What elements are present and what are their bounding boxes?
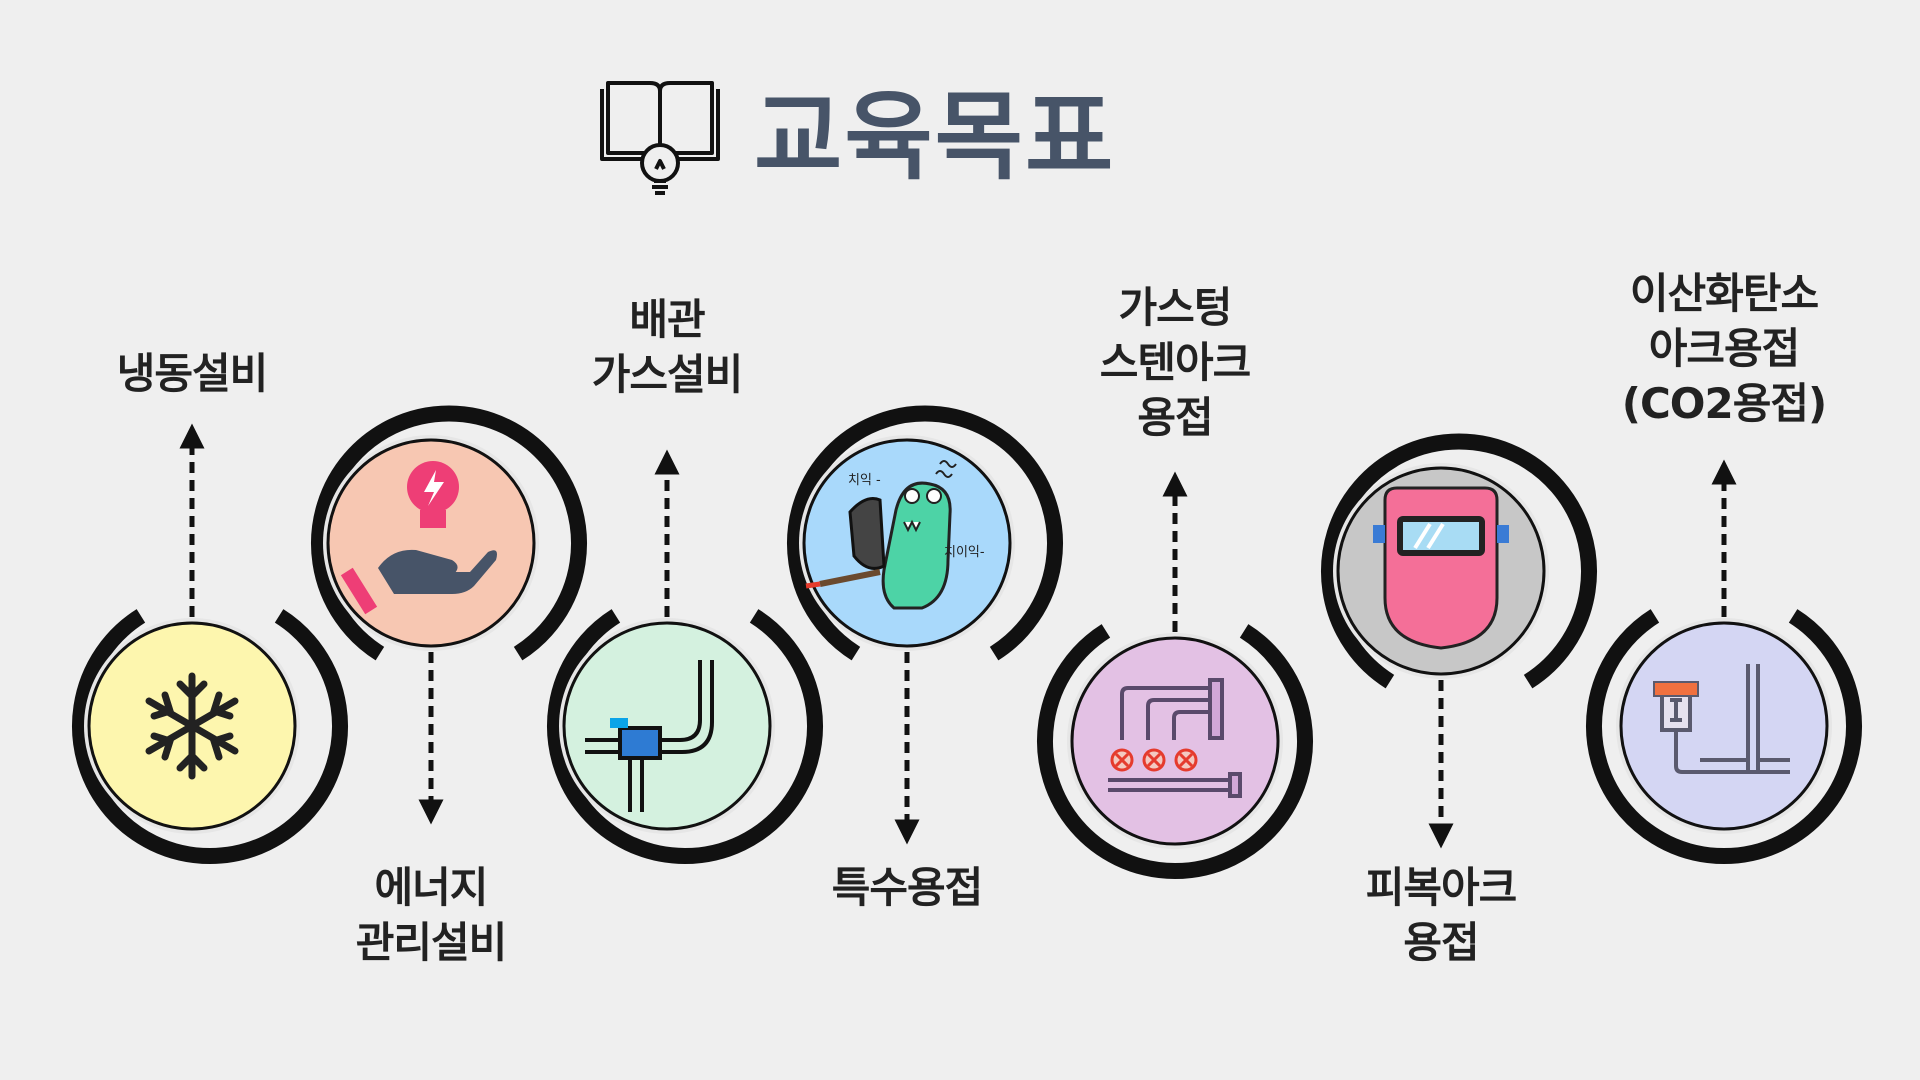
- pipes-valves-icon: [1108, 678, 1242, 798]
- header: 교육목표: [596, 62, 1115, 212]
- label-piping: 배관 가스설비: [591, 295, 744, 399]
- item-piping: [547, 449, 823, 864]
- label-energy: 에너지 관리설비: [355, 863, 508, 967]
- welding-helmet-icon: [1373, 486, 1509, 650]
- item-shielded-arc: [1321, 433, 1597, 849]
- circle-gas-tungsten: [1070, 636, 1280, 846]
- ring-piping: [547, 609, 823, 864]
- ring-energy: [311, 405, 587, 661]
- item-refrigeration: [72, 423, 348, 864]
- fitting-cap: [1653, 681, 1699, 697]
- ring-refrigeration: [72, 609, 348, 864]
- ring-co2: [1586, 609, 1862, 864]
- item-co2: [1586, 459, 1862, 864]
- label-refrigeration: 냉동설비: [116, 349, 269, 398]
- hand-lightbulb-energy-icon: [340, 461, 497, 615]
- ring-shielded-arc: [1321, 433, 1597, 689]
- page-title: 교육목표: [754, 81, 1116, 193]
- label-gas-tungsten: 가스텅 스텐아크 용접: [1099, 283, 1252, 442]
- crocodile-welder-icon: 치익 - 치이익-: [805, 460, 985, 610]
- valve-wheels-icon: [1110, 748, 1198, 772]
- ring-gas-tungsten: [1037, 624, 1313, 879]
- item-gas-tungsten: [1037, 471, 1313, 879]
- circle-piping: [562, 621, 772, 831]
- item-energy: [311, 405, 587, 825]
- ring-special-welding: [787, 405, 1063, 661]
- label-shielded-arc: 피복아크 용접: [1365, 863, 1518, 967]
- item-special-welding: 치익 - 치이익-: [787, 405, 1063, 845]
- circle-co2: [1619, 621, 1829, 831]
- label-co2: 이산화탄소 아크용접 (CO2용접): [1621, 269, 1827, 428]
- circle-energy: [326, 438, 536, 648]
- label-special-welding: 특수용접: [831, 863, 984, 912]
- open-book-lightbulb-icon: [600, 81, 720, 195]
- snowflake-icon: [145, 672, 239, 780]
- sticker-text-1: 치익 -: [848, 473, 881, 488]
- sticker-text-2: 치이익-: [944, 545, 985, 560]
- pipe-valve-icon: [585, 660, 714, 812]
